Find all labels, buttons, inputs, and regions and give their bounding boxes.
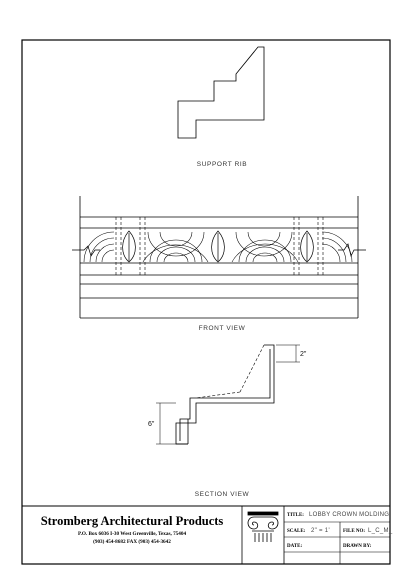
- dimension-step-height: 6": [148, 421, 155, 428]
- front-view-drawing: [72, 196, 366, 319]
- company-phone: (903) 454-8682 FAX (903) 454-3642: [93, 538, 171, 545]
- scale-field-label: SCALE:: [287, 529, 306, 534]
- title-field-value: LOBBY CROWN MOLDING: [309, 512, 389, 518]
- support-rib-drawing: [177, 46, 265, 139]
- date-field-label: DATE:: [287, 544, 303, 549]
- company-address: P.O. Box 6036 I-30 West Greenville, Texa…: [78, 531, 187, 537]
- support-rib-label: SUPPORT RIB: [197, 161, 247, 168]
- company-logo: [247, 511, 279, 542]
- title-field-label: TITLE:: [287, 513, 304, 518]
- file-no-field-value: L_C_M_: [368, 528, 393, 534]
- section-view-label: SECTION VIEW: [195, 491, 250, 498]
- front-view-label: FRONT VIEW: [199, 325, 246, 332]
- title-block: [22, 505, 390, 564]
- sheet-border: [21, 39, 391, 565]
- dimension-top-height: 2": [300, 351, 307, 358]
- drawn-by-field-label: DRAWN BY:: [343, 544, 372, 549]
- company-name: Stromberg Architectural Products: [41, 514, 224, 528]
- scale-field-value: 2" = 1': [311, 528, 330, 534]
- section-view-drawing: [156, 344, 300, 445]
- file-no-field-label: FILE NO:: [343, 529, 365, 534]
